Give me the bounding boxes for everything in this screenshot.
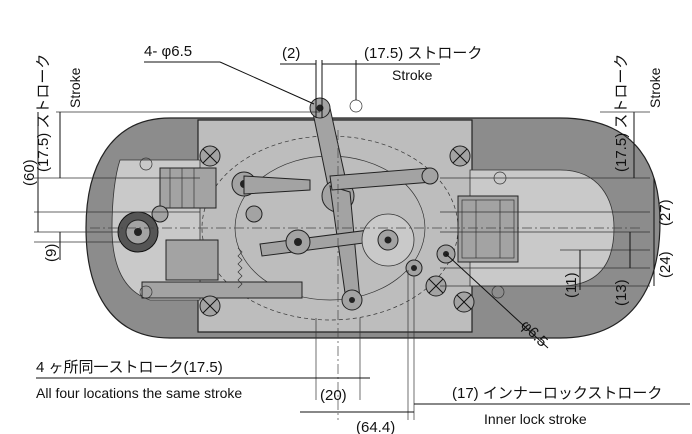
label-d27: (27) bbox=[657, 199, 674, 226]
dimension-lines bbox=[34, 60, 690, 420]
mount-hole-top-icon bbox=[349, 99, 363, 113]
screw-bottom-left-icon bbox=[199, 295, 221, 317]
label-d11: (11) bbox=[563, 272, 580, 298]
mount-hole-top-left-icon bbox=[139, 157, 153, 171]
label-all-four-en: All four locations the same stroke bbox=[36, 385, 242, 401]
label-inner-lock-jp: (17) インナーロックストローク bbox=[452, 385, 662, 402]
label-left-stroke-en: Stroke bbox=[67, 67, 83, 108]
label-d24: (24) bbox=[657, 251, 674, 278]
label-d20: (20) bbox=[320, 387, 347, 404]
label-stroke-top-jp: (17.5) ストローク bbox=[364, 45, 482, 62]
screw-top-left-icon bbox=[199, 145, 221, 167]
label-d9: (9) bbox=[43, 244, 60, 262]
label-right-stroke-jp: (17.5) ストローク bbox=[613, 54, 630, 172]
mechanism bbox=[117, 97, 459, 321]
corner-screws bbox=[139, 99, 507, 317]
dimension-labels: 4- φ6.5 (2) (17.5) ストローク Stroke (17.5) ス… bbox=[21, 43, 674, 434]
screw-top-right-icon bbox=[449, 145, 471, 167]
label-all-four-jp: 4 ヶ所同一ストローク(17.5) bbox=[36, 359, 223, 376]
screw-bottom-right-icon bbox=[453, 291, 475, 313]
label-stroke-top-en: Stroke bbox=[392, 67, 433, 83]
label-left-stroke-jp: (17.5) ストローク bbox=[35, 54, 52, 172]
label-inner-lock-en: Inner lock stroke bbox=[484, 411, 587, 427]
label-d2: (2) bbox=[282, 45, 300, 62]
label-holes: 4- φ6.5 bbox=[144, 43, 192, 60]
label-d60: (60) bbox=[21, 159, 38, 186]
label-right-stroke-en: Stroke bbox=[647, 67, 663, 108]
mount-hole-bottom-left-icon bbox=[139, 285, 153, 299]
label-d13: (13) bbox=[613, 279, 630, 306]
label-d644: (64.4) bbox=[356, 419, 395, 434]
